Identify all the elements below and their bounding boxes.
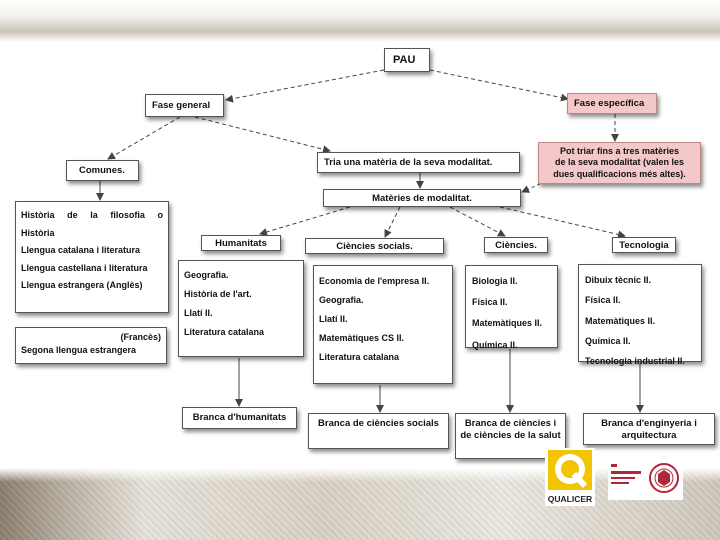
list-item: Geografia.: [184, 270, 229, 280]
category-humanitats: Humanitats: [201, 235, 281, 251]
list-item: Tecnologia industrial II.: [585, 356, 685, 367]
qualicer-q-icon: [548, 450, 592, 490]
comunes-label: Comunes.: [79, 165, 125, 176]
footer-photo-band: [0, 468, 720, 540]
category-ciencies-label: Ciències.: [495, 240, 537, 251]
list-item: Llengua estrangera (Anglès): [21, 280, 143, 291]
frances-label: (Francès): [120, 332, 161, 342]
category-ciencies: Ciències.: [484, 237, 548, 253]
arrow-pau-fase-general: [225, 69, 385, 103]
certification-seal-icon: [611, 463, 679, 493]
fase-especifica-box: Fase específica: [567, 93, 657, 114]
fase-especifica-label: Fase específica: [574, 98, 645, 109]
list-item: Biologia II.: [472, 276, 518, 286]
comunes-box: Comunes.: [66, 160, 139, 181]
list-item: Llatí II.: [319, 313, 348, 324]
branca-humanitats-box: Branca d'humanitats: [182, 407, 297, 429]
tria-materia-label: Tria una matèria de la seva modalitat.: [324, 157, 493, 168]
pau-root-box: PAU: [384, 48, 430, 72]
list-item: Matemàtiques CS II.: [319, 332, 405, 343]
list-item: Química II.: [472, 339, 518, 350]
list-item: Dibuix tècnic II.: [585, 275, 652, 285]
list-item: Matemàtiques II.: [472, 318, 543, 329]
header-photo-band: [0, 0, 720, 42]
tria-materia-box: Tria una matèria de la seva modalitat.: [317, 152, 520, 173]
category-humanitats-label: Humanitats: [215, 238, 267, 249]
list-item: Literatura catalana: [319, 351, 400, 362]
arrow-materies-ciencies: [449, 206, 506, 237]
tecnologia-subject-list: Dibuix tècnic II. Física II. Matemàtique…: [578, 264, 702, 366]
pau-label: PAU: [393, 54, 416, 66]
list-item: Economia de l'empresa II.: [319, 276, 430, 286]
branca-socials-label: Branca de ciències socials: [318, 418, 439, 429]
certification-seal-logo: [608, 458, 683, 500]
list-item: Matemàtiques II.: [585, 315, 656, 326]
fase-general-label: Fase general: [152, 100, 211, 111]
branca-humanitats-label: Branca d'humanitats: [192, 412, 287, 423]
category-ciencies-socials: Ciències socials.: [305, 238, 444, 254]
qualicer-label: QUALICER: [547, 494, 593, 504]
materies-modalitat-label: Matèries de modalitat.: [372, 193, 472, 204]
segona-llengua-box: (Francès) Segona llengua estrangera: [15, 327, 167, 364]
materies-modalitat-box: Matèries de modalitat.: [323, 189, 521, 207]
list-item: Història de la filosofia o: [21, 210, 163, 220]
category-ciencies-socials-label: Ciències socials.: [336, 241, 413, 252]
branca-enginyeria-label: Branca d'enginyeria i arquitectura: [601, 418, 697, 441]
branca-socials-box: Branca de ciències socials: [308, 413, 449, 449]
list-item: Llengua castellana i literatura: [21, 262, 148, 273]
branca-salut-label: Branca de ciències i de ciències de la s…: [460, 418, 561, 441]
category-tecnologia-label: Tecnologia: [619, 240, 669, 251]
pot-triar-line-1: Pot triar fins a tres matèries: [559, 146, 680, 156]
list-item: Química II.: [585, 335, 631, 346]
arrow-general-comunes: [107, 116, 181, 160]
category-tecnologia: Tecnologia: [612, 237, 676, 253]
list-item: Geografia.: [319, 294, 364, 305]
pot-triar-line-2: de la seva modalitat (valen les: [554, 157, 685, 168]
list-item: Llengua catalana i literatura: [21, 245, 141, 256]
arrow-materies-tecnologia: [499, 206, 626, 239]
segona-llengua-label: Segona llengua estrangera: [21, 344, 137, 355]
comunes-subject-list: Història de la filosofia o Història Llen…: [15, 201, 169, 313]
socials-subject-list: Economia de l'empresa II. Geografia. Lla…: [313, 265, 453, 384]
arrow-pot-triar-materies: [521, 183, 541, 193]
arrow-general-tria: [194, 116, 331, 154]
ciencies-subject-list: Biologia II. Física II. Matemàtiques II.…: [465, 265, 558, 350]
list-item: Llatí II.: [184, 307, 213, 318]
humanitats-subject-list: Geografia. Història de l'art. Llatí II. …: [178, 260, 304, 357]
list-item: Literatura catalana: [184, 326, 265, 337]
branca-enginyeria-box: Branca d'enginyeria i arquitectura: [583, 413, 715, 445]
list-item: Física II.: [585, 295, 621, 306]
list-item: Física II.: [472, 297, 508, 308]
arrow-materies-humanitats: [259, 206, 351, 236]
list-item: Història de l'art.: [184, 288, 252, 299]
arrow-pau-fase-especifica: [429, 69, 569, 102]
fase-general-box: Fase general: [145, 94, 224, 117]
pot-triar-line-3: dues qualificacions més altes).: [553, 168, 686, 179]
qualicer-logo: QUALICER: [545, 448, 595, 506]
pot-triar-box: Pot triar fins a tres matèries de la sev…: [538, 142, 701, 184]
arrow-materies-socials: [384, 206, 401, 238]
list-item: Història: [21, 227, 55, 238]
